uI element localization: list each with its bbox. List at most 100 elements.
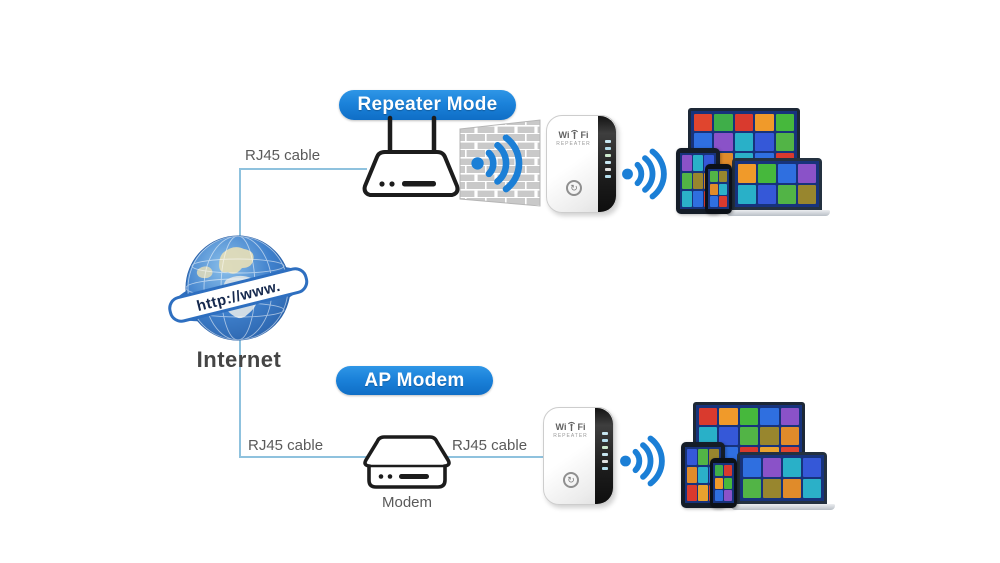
- app-tile: [715, 477, 723, 489]
- app-tile: [775, 114, 794, 132]
- app-tile: [803, 479, 821, 498]
- client-devices-bottom: [681, 398, 835, 528]
- app-tile: [699, 427, 718, 445]
- client-devices-top: [676, 104, 830, 234]
- brick-wall-icon: [459, 119, 541, 207]
- repeater-brand-fi: Fi: [577, 422, 586, 432]
- app-tile: [739, 408, 759, 426]
- rj45-cable-line-top: [239, 168, 367, 170]
- wps-glyph: ↻: [567, 474, 575, 485]
- app-tile: [775, 133, 794, 151]
- repeater-mode-badge: Repeater Mode: [339, 90, 516, 120]
- app-tile: [778, 185, 796, 204]
- rj45-label-bottom-right: RJ45 cable: [452, 437, 528, 454]
- laptop-base: [726, 210, 830, 216]
- smartphone: [705, 164, 732, 214]
- app-tile: [758, 164, 776, 183]
- app-tile: [682, 172, 692, 190]
- app-tile: [734, 133, 754, 151]
- app-tile: [699, 408, 718, 426]
- rj45-cable-line-bottom-left: [239, 456, 368, 458]
- rj45-cable-line-bottom-right: [446, 456, 546, 458]
- app-tile: [738, 185, 756, 204]
- app-tile: [760, 427, 779, 445]
- app-tile: [698, 466, 708, 484]
- app-tile: [798, 164, 816, 183]
- app-tile: [798, 185, 816, 204]
- repeater-brand-label: Wi Fi REPEATER: [544, 421, 597, 439]
- app-tile: [687, 466, 697, 484]
- app-tile: [783, 458, 801, 477]
- app-tile: [738, 164, 756, 183]
- app-tile: [714, 114, 733, 132]
- app-tile: [783, 479, 801, 498]
- wifi-repeater-device-top: Wi Fi REPEATER ↻: [546, 115, 617, 213]
- app-tile: [763, 458, 781, 477]
- wifi-repeater-device-bottom: Wi Fi REPEATER ↻: [543, 407, 614, 505]
- repeater-mode-badge-label: Repeater Mode: [357, 94, 498, 115]
- repeater-brand-fi: Fi: [580, 130, 589, 140]
- internet-label: Internet: [196, 347, 282, 372]
- app-tile: [755, 133, 774, 151]
- wifi-signal-icon-top: [622, 148, 667, 200]
- app-tile: [693, 190, 703, 207]
- wps-button: ↻: [566, 180, 582, 196]
- app-tile: [694, 114, 713, 132]
- app-tile: [778, 164, 796, 183]
- app-tile: [719, 408, 738, 426]
- app-tile: [719, 171, 727, 182]
- tablet: [681, 442, 725, 508]
- app-tile: [687, 484, 697, 501]
- app-tile: [710, 171, 718, 182]
- ap-modem-badge: AP Modem: [336, 366, 493, 395]
- repeater-led-lights: [602, 432, 608, 470]
- repeater-brand-wi: Wi: [555, 422, 567, 432]
- app-tile: [693, 172, 703, 190]
- app-tile: [743, 479, 761, 498]
- led-light: [602, 467, 608, 470]
- app-tile: [758, 185, 776, 204]
- app-tile: [710, 196, 718, 207]
- led-light: [602, 453, 608, 456]
- wifi-signal-through-wall-icon: [471, 134, 523, 193]
- repeater-brand-sub: REPEATER: [556, 141, 591, 147]
- phone-screen: [713, 463, 734, 503]
- wps-button: ↻: [563, 472, 579, 488]
- app-tile: [734, 114, 754, 132]
- led-light: [602, 439, 608, 442]
- app-tile: [704, 155, 714, 172]
- led-light: [605, 154, 611, 157]
- app-tile: [710, 183, 718, 195]
- app-tile: [780, 408, 799, 426]
- laptop: [731, 452, 835, 510]
- app-tile: [719, 183, 727, 195]
- led-light: [602, 432, 608, 435]
- rj45-label-bottom-left: RJ45 cable: [248, 437, 324, 454]
- app-tile: [719, 427, 738, 445]
- repeater-brand-sub: REPEATER: [553, 433, 588, 439]
- led-light: [605, 168, 611, 171]
- app-tile: [743, 458, 761, 477]
- app-tile: [715, 465, 723, 476]
- app-tile: [719, 196, 727, 207]
- app-tile: [724, 477, 732, 489]
- laptop-screen: [735, 161, 819, 207]
- app-tile: [694, 133, 713, 151]
- repeater-led-panel: [598, 116, 616, 212]
- laptop: [726, 158, 830, 216]
- app-tile: [682, 155, 692, 172]
- modem-icon: [363, 435, 451, 489]
- app-tile: [739, 427, 759, 445]
- laptop-base: [731, 504, 835, 510]
- wps-glyph: ↻: [570, 182, 578, 193]
- internet-globe-icon: http://www.: [168, 235, 309, 341]
- led-light: [602, 460, 608, 463]
- repeater-brand-label: Wi Fi REPEATER: [547, 129, 600, 147]
- app-tile: [698, 449, 708, 466]
- antenna-icon: [568, 421, 576, 431]
- led-light: [605, 147, 611, 150]
- wifi-signal-icon-bottom: [620, 435, 665, 487]
- rj45-label-top: RJ45 cable: [245, 147, 321, 164]
- laptop-screen: [740, 455, 824, 501]
